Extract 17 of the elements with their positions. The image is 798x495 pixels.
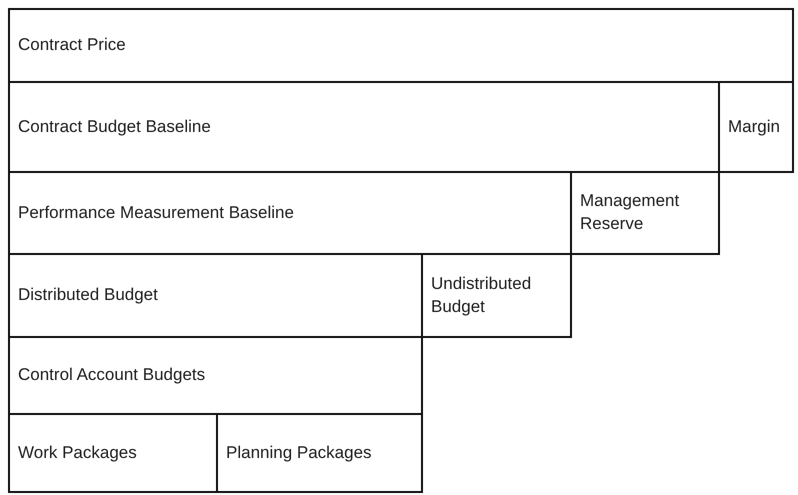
block-label: Contract Budget Baseline — [18, 116, 211, 138]
budget-block — [570, 171, 720, 255]
budget-block — [8, 8, 794, 83]
block-label: Margin — [728, 116, 780, 138]
block-label: Management Reserve — [580, 190, 680, 235]
block-label: Contract Price — [18, 34, 126, 56]
block-label: Performance Measurement Baseline — [18, 202, 294, 224]
budget-block — [421, 253, 572, 338]
block-label: Planning Packages — [226, 442, 372, 464]
block-label: Undistributed Budget — [431, 272, 532, 318]
block-label: Control Account Budgets — [18, 364, 206, 386]
block-label: Work Packages — [18, 442, 137, 464]
budget-block — [8, 336, 423, 415]
budget-block — [8, 413, 218, 493]
budget-block — [216, 413, 423, 493]
budget-block — [718, 81, 794, 173]
block-label: Distributed Budget — [18, 284, 158, 306]
